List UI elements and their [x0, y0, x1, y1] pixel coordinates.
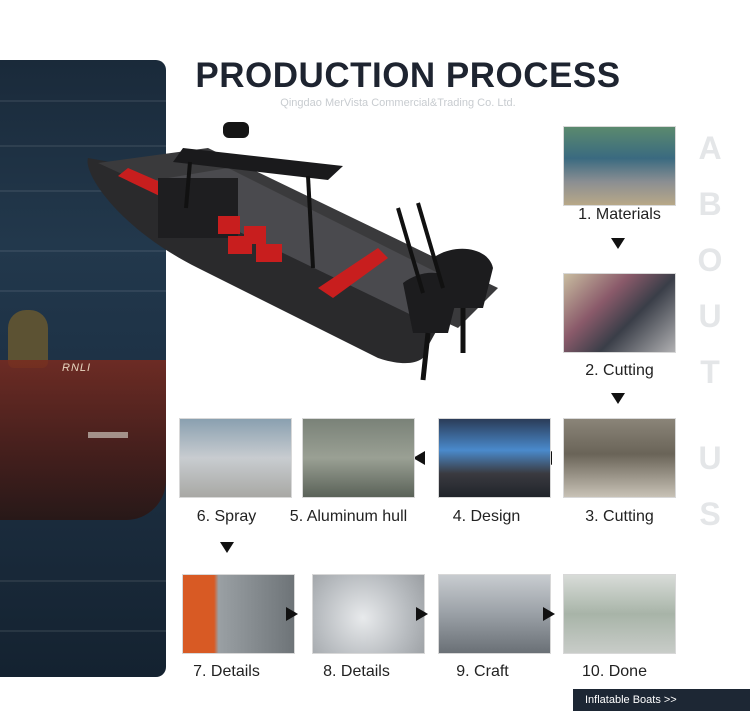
- step-label: 7. Details: [193, 663, 260, 680]
- about-letter: S: [699, 496, 721, 532]
- arrow-right-icon: [543, 607, 555, 621]
- company-subtitle: Qingdao MerVista Commercial&Trading Co. …: [280, 97, 516, 109]
- page-title: PRODUCTION PROCESS: [195, 56, 621, 95]
- lifeboat-lettering: RNLI: [62, 362, 92, 374]
- step-label: 9. Craft: [456, 663, 509, 680]
- step-image-details-2: [312, 574, 425, 654]
- step-label: 1. Materials: [578, 206, 661, 223]
- step-label: 2. Cutting: [585, 362, 654, 379]
- step-label: 4. Design: [452, 508, 521, 525]
- step-label: 3. Cutting: [585, 508, 654, 525]
- step-label: 10. Done: [582, 663, 647, 680]
- step-image-cutting-workshop: [563, 418, 676, 498]
- crew-figure: [8, 310, 48, 368]
- about-letter: T: [700, 354, 720, 390]
- arrow-down-icon: [611, 238, 625, 249]
- step-image-done: [563, 574, 676, 654]
- hull-stripe: [88, 432, 128, 438]
- lifeboat: [0, 360, 166, 520]
- arrow-right-icon: [416, 607, 428, 621]
- inflatable-boats-button[interactable]: Inflatable Boats >>: [573, 689, 750, 711]
- step-image-spray: [179, 418, 292, 498]
- arrow-down-icon: [611, 393, 625, 404]
- about-letter: B: [698, 186, 722, 222]
- about-us-vertical-text: A B O U T U S: [690, 120, 730, 542]
- step-label: 5. Aluminum hull: [289, 508, 408, 525]
- step-image-materials: [563, 126, 676, 206]
- about-letter: U: [698, 440, 722, 476]
- about-letter: U: [698, 298, 722, 334]
- step-image-craft: [438, 574, 551, 654]
- step-image-cutting: [563, 273, 676, 353]
- about-letter: A: [698, 130, 722, 166]
- step-label: 8. Details: [323, 663, 390, 680]
- step-label: 6. Spray: [196, 508, 257, 525]
- step-image-details-1: [182, 574, 295, 654]
- about-letter: O: [697, 242, 723, 278]
- arrow-down-icon: [220, 542, 234, 553]
- rib-boat-image: [87, 122, 498, 381]
- step-image-design: [438, 418, 551, 498]
- arrow-left-icon: [413, 451, 425, 465]
- arrow-right-icon: [286, 607, 298, 621]
- step-image-aluminum-hull: [302, 418, 415, 498]
